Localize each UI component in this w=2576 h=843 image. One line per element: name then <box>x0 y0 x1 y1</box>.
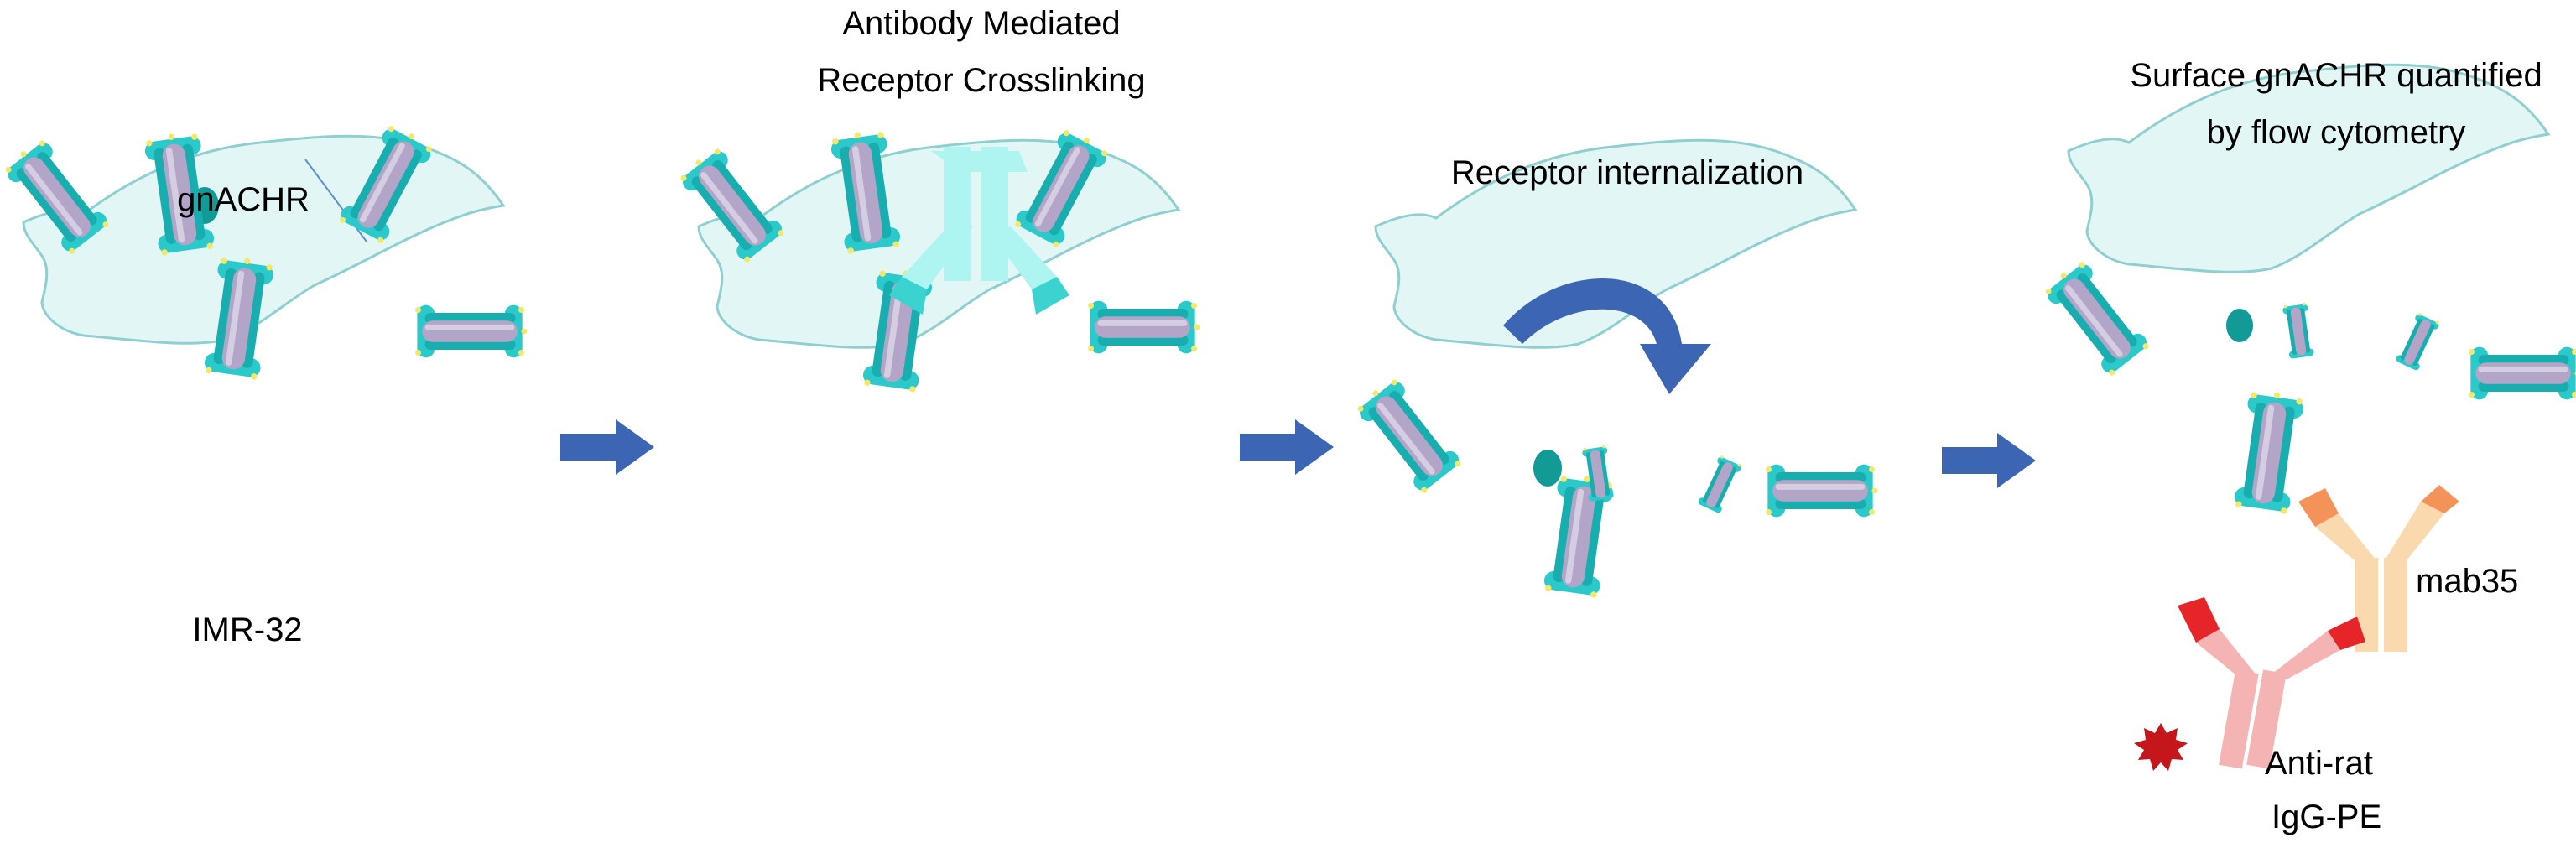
internalization-arrow <box>1503 278 1711 394</box>
internalized-receptor <box>2282 302 2315 359</box>
receptor <box>415 304 528 358</box>
panel-4-title-line-2: by flow cytometry <box>2206 114 2466 151</box>
panel-1-cell <box>1 121 528 381</box>
anti-rat-antibody <box>2178 597 2365 769</box>
panel-3-cell <box>1353 138 1878 599</box>
panel-2-title-line-2: Receptor Crosslinking <box>817 62 1146 99</box>
receptor-label: gnACHR <box>177 181 310 218</box>
panel-3-title: Receptor internalization <box>1450 154 1804 191</box>
anti-rat-label-line-1: Anti-rat <box>2265 745 2373 782</box>
receptor <box>2233 388 2306 515</box>
step-arrow-3 <box>1942 433 2036 488</box>
nucleus <box>2226 309 2253 342</box>
crosslinking-antibody <box>889 147 1069 315</box>
step-arrow-1 <box>560 419 654 475</box>
mab35-label: mab35 <box>2416 563 2519 600</box>
receptor <box>1088 300 1200 354</box>
pe-fluorophore-star <box>2134 723 2188 771</box>
receptor <box>1353 374 1464 496</box>
internalized-receptor <box>2395 311 2441 372</box>
receptor <box>2469 346 2576 400</box>
panel-4-title-line-1: Surface gnACHR quantified <box>2130 57 2542 94</box>
receptor <box>1766 464 1878 518</box>
step-arrow-2 <box>1240 419 1334 475</box>
nucleus <box>1533 450 1562 487</box>
cell-line-label: IMR-32 <box>192 611 303 648</box>
internalized-receptor <box>1697 454 1743 514</box>
receptor <box>2041 257 2152 378</box>
panel-2-cell <box>676 125 1200 393</box>
panel-2-title-line-1: Antibody Mediated <box>842 5 1121 42</box>
anti-rat-label-line-2: IgG-PE <box>2272 799 2382 835</box>
panel-4-cell <box>2041 63 2576 771</box>
